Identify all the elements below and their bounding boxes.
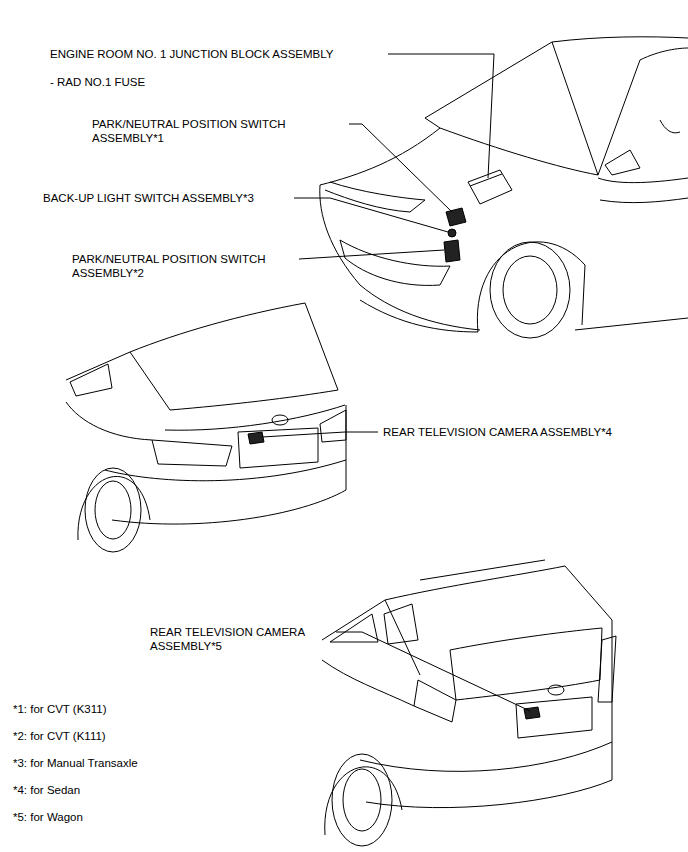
part-label: PARK/NEUTRAL POSITION SWITCH ASSEMBLY*2 — [72, 252, 324, 280]
hood-edge — [425, 118, 440, 128]
leader-line — [388, 54, 494, 178]
tail-light — [414, 680, 456, 722]
grille — [340, 240, 450, 285]
switch-icon — [446, 208, 466, 226]
leader-line — [262, 432, 378, 437]
body-side — [598, 178, 688, 183]
d-pillar — [385, 600, 420, 675]
door-mirror — [605, 150, 640, 175]
wheel — [85, 468, 141, 552]
emblem — [548, 685, 564, 695]
license-plate-area — [516, 697, 592, 738]
front-fascia — [320, 185, 480, 330]
camera-icon — [248, 432, 264, 444]
leader-line — [349, 124, 452, 212]
leader-line — [299, 250, 444, 259]
tail-light — [152, 440, 232, 466]
bumper-lower — [366, 780, 612, 808]
footnote: *2: for CVT (K111) — [13, 729, 263, 743]
wheel — [343, 769, 381, 831]
wheel-arch — [477, 242, 585, 332]
bumper — [105, 460, 346, 481]
footnote: *5: for Wagon — [13, 810, 263, 824]
a-pillar — [425, 42, 552, 118]
part-label: BACK-UP LIGHT SWITCH ASSEMBLY*3 — [43, 191, 295, 205]
c-pillar — [305, 303, 338, 390]
side-window — [70, 364, 112, 396]
c-pillar — [130, 352, 170, 410]
switch-icon — [448, 229, 456, 237]
side-window — [330, 614, 378, 642]
roof-line — [552, 37, 688, 42]
rear-window-base — [170, 390, 338, 410]
side-window — [384, 604, 418, 644]
rear-window — [450, 628, 602, 700]
tail-light — [598, 636, 616, 702]
trunk-lid — [165, 405, 345, 430]
wheel — [332, 754, 392, 846]
roof-side — [322, 600, 385, 640]
body-side — [575, 318, 688, 330]
wheel — [95, 481, 131, 539]
switch-icon — [444, 240, 460, 262]
junction-block-icon — [468, 170, 512, 204]
footnote: *1: for CVT (K311) — [13, 702, 263, 716]
leader-line — [336, 632, 530, 711]
roof-rail — [420, 560, 545, 580]
tail-light — [320, 410, 346, 442]
door-handle — [660, 120, 680, 133]
windshield-base — [440, 128, 598, 175]
headlight — [325, 182, 425, 212]
a-pillar — [552, 42, 598, 175]
roof-side — [66, 352, 130, 380]
body-side — [600, 198, 688, 203]
part-label: REAR TELEVISION CAMERA ASSEMBLY*5 — [150, 625, 332, 653]
part-label: - RAD NO.1 FUSE — [50, 75, 250, 89]
part-label: PARK/NEUTRAL POSITION SWITCH ASSEMBLY*1 — [92, 117, 344, 145]
wheel — [490, 242, 570, 338]
hood-edge — [320, 128, 440, 185]
body-side — [66, 402, 152, 440]
emblem — [272, 415, 288, 425]
body-side — [346, 405, 347, 490]
footnote: *3: for Manual Transaxle — [13, 756, 263, 770]
d-pillar — [565, 566, 612, 620]
bumper — [360, 742, 612, 771]
bumper — [360, 300, 478, 332]
wheel — [503, 256, 557, 324]
side-window — [598, 48, 688, 175]
footnote: *4: for Sedan — [13, 783, 263, 797]
body-side — [612, 620, 613, 780]
roof-line — [130, 303, 305, 352]
leader-line — [294, 198, 448, 232]
body-side — [322, 660, 414, 706]
part-label: ENGINE ROOM NO. 1 JUNCTION BLOCK ASSEMBL… — [50, 47, 390, 61]
junction-block-icon — [470, 174, 502, 186]
part-label: REAR TELEVISION CAMERA ASSEMBLY*4 — [383, 425, 683, 439]
